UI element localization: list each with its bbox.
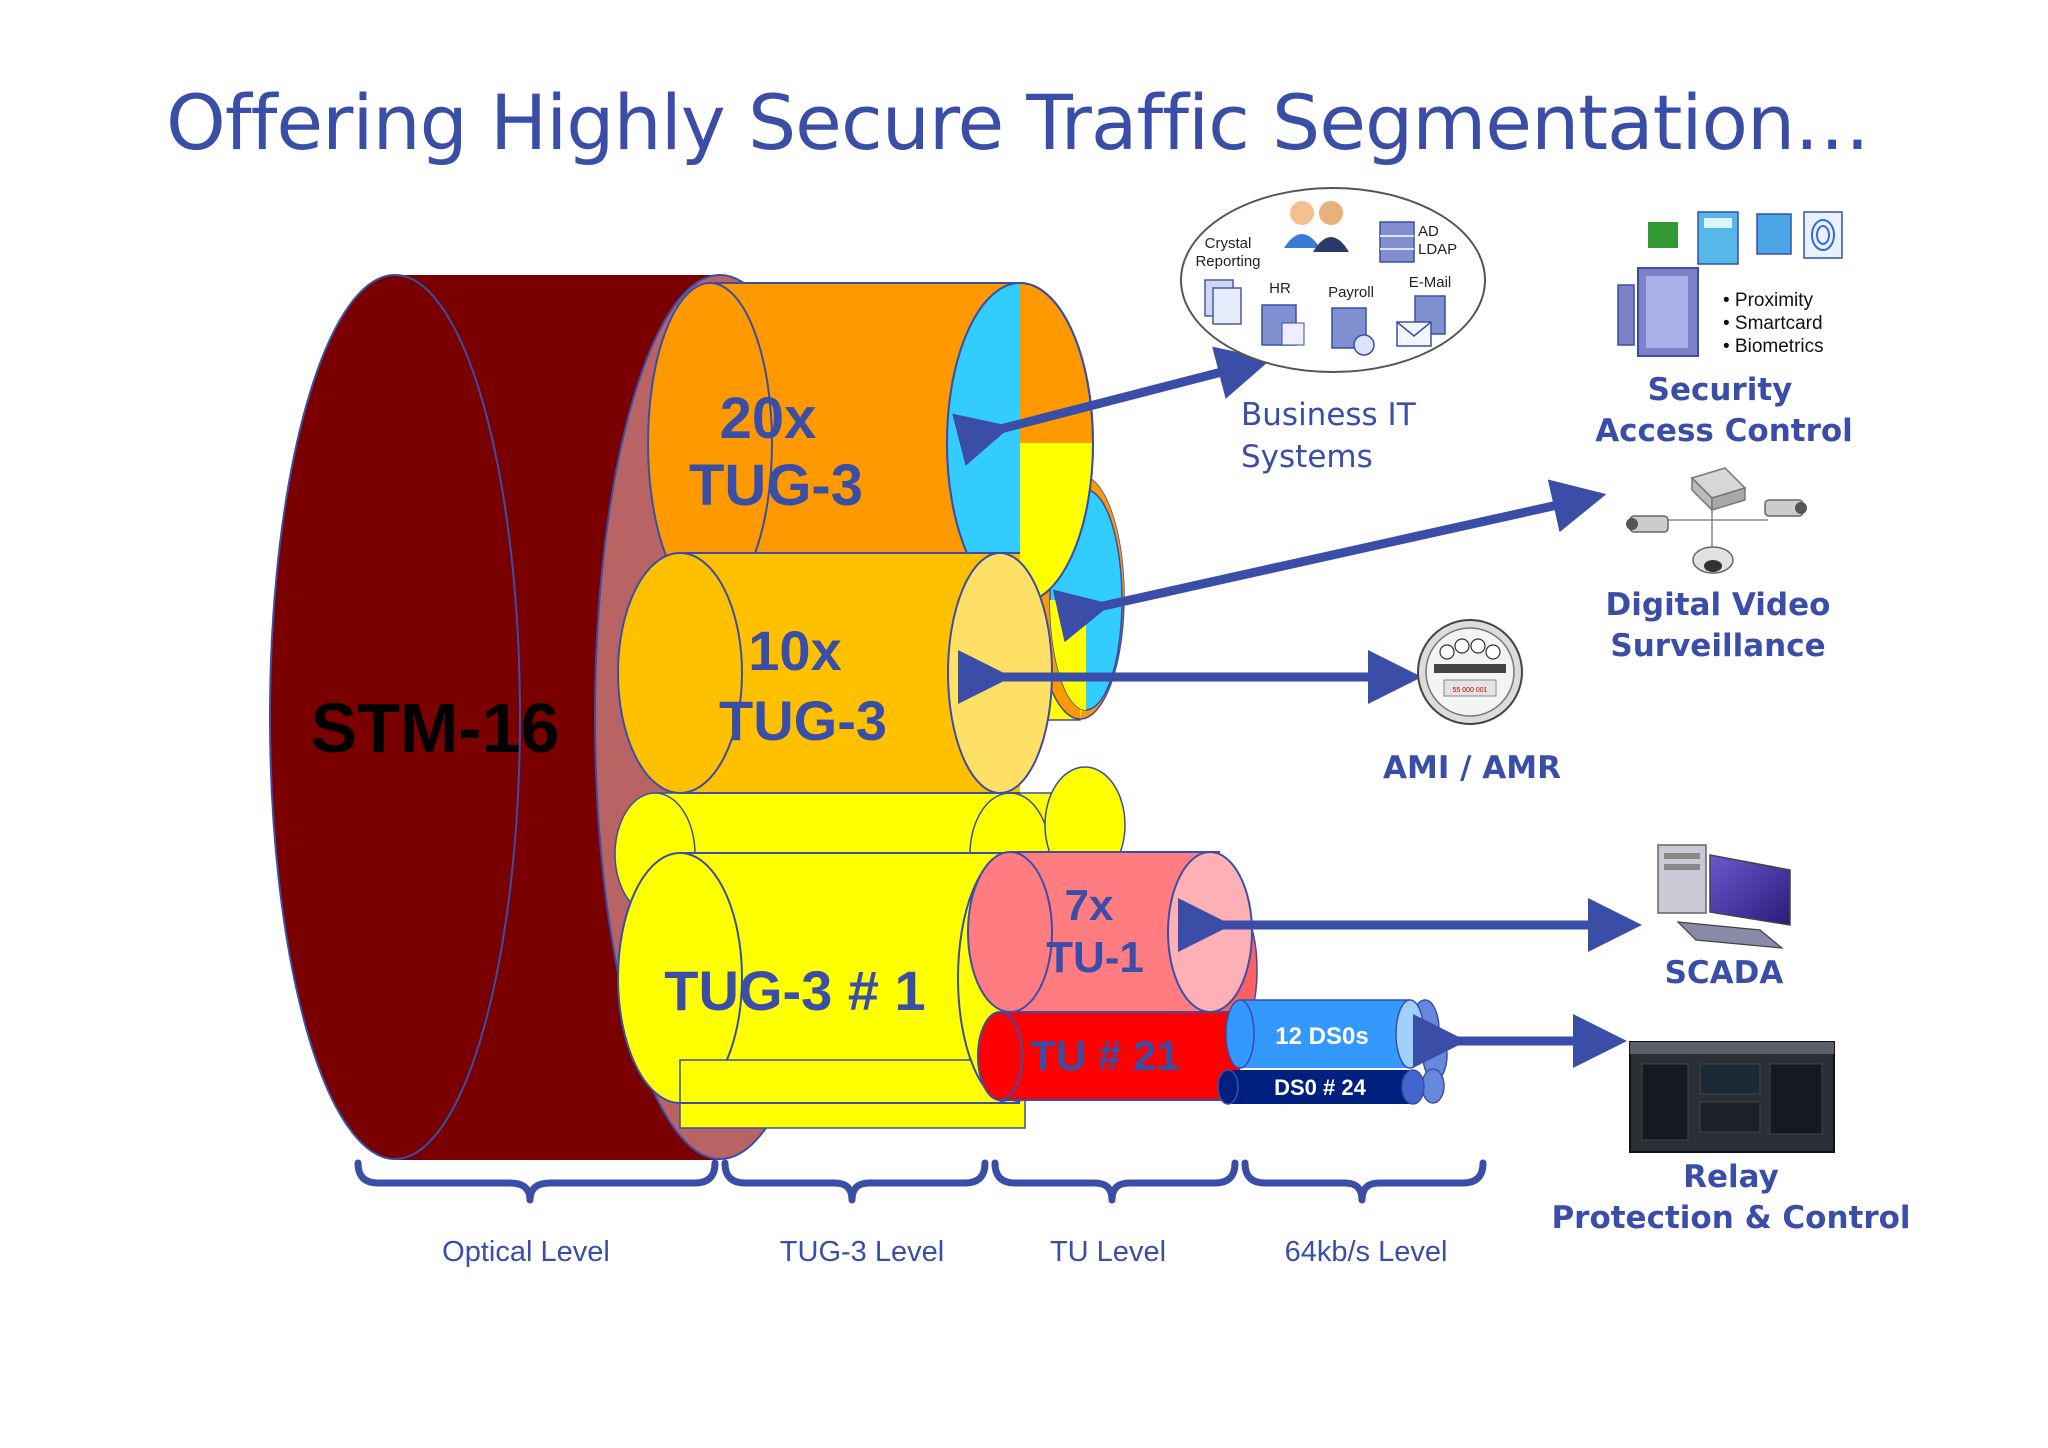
brace-optical	[354, 1159, 719, 1204]
business-it-label-2: Systems	[1241, 439, 1373, 475]
arrow-video	[1052, 479, 1607, 643]
ds0-12-label: 12 DS0s	[1275, 1023, 1368, 1050]
level-braces	[354, 1159, 1487, 1204]
level-label-optical: Optical Level	[442, 1236, 610, 1268]
crystal-label-2: Reporting	[1195, 253, 1260, 270]
circuit-board-icon	[1648, 222, 1678, 248]
ds0-12-cylinder: 12 DS0s	[1225, 999, 1448, 1081]
tug3-20x-label-1: 20x	[720, 386, 817, 451]
relay-device-icon	[1629, 1041, 1835, 1153]
payroll-label: Payroll	[1328, 284, 1374, 301]
tug3-10x-label-1: 10x	[748, 619, 841, 682]
ad-ldap-server-icon	[1379, 221, 1415, 263]
security-bullet-3: • Biometrics	[1723, 336, 1824, 357]
meter-icon: 55 000 001	[1417, 619, 1523, 725]
ami-label: AMI / AMR	[1383, 750, 1561, 786]
camera-left-icon	[1626, 515, 1669, 533]
arrow-business-it	[952, 346, 1272, 466]
security-bullet-1: • Proximity	[1723, 290, 1814, 311]
business-it-label-1: Business IT	[1241, 397, 1417, 433]
relay-label-2: Protection & Control	[1551, 1200, 1910, 1236]
hr-label: HR	[1269, 280, 1291, 297]
ami-group: 55 000 001 AMI / AMR	[1383, 619, 1561, 786]
security-bullet-2: • Smartcard	[1723, 313, 1823, 334]
fingerprint-icon	[1803, 211, 1843, 259]
brace-tug3	[721, 1159, 989, 1204]
tu1-label-1: 7x	[1065, 881, 1114, 930]
video-cabling	[1660, 510, 1768, 548]
relay-group: Relay Protection & Control	[1551, 1041, 1911, 1236]
document-icon	[1204, 279, 1242, 325]
scada-group: SCADA	[1657, 844, 1791, 991]
tu1-7x-cylinder: 7x TU-1	[967, 851, 1258, 1039]
crystal-label-1: Crystal	[1205, 235, 1252, 252]
ds0-24-cylinder: DS0 # 24	[1217, 1068, 1445, 1105]
tu21-cylinder: TU # 21	[977, 1011, 1240, 1101]
door-icon	[1617, 267, 1699, 357]
tug3-10x-label-2: TUG-3	[719, 689, 887, 752]
brace-tu	[991, 1159, 1239, 1204]
stm16-label: STM-16	[311, 689, 560, 767]
scada-label: SCADA	[1665, 955, 1784, 991]
page-title: Offering Highly Secure Traffic Segmentat…	[166, 78, 1870, 167]
tu21-label: TU # 21	[1030, 1032, 1179, 1079]
ds0-24-label: DS0 # 24	[1274, 1075, 1366, 1100]
hr-server-icon	[1261, 304, 1305, 346]
email-server-icon	[1396, 295, 1446, 347]
ldap-label: LDAP	[1418, 241, 1457, 258]
security-group: • Proximity • Smartcard • Biometrics Sec…	[1595, 211, 1853, 449]
users-icon	[1284, 201, 1349, 252]
level-label-tug3: TUG-3 Level	[780, 1236, 944, 1268]
smartcard-icon	[1756, 213, 1792, 255]
tug3-20x-cylinder: 20x TUG-3	[647, 282, 1094, 604]
security-label-1: Security	[1648, 372, 1793, 408]
arrows	[952, 346, 1642, 1068]
tu1-label-2: TU-1	[1046, 933, 1144, 982]
payroll-server-icon	[1331, 307, 1375, 356]
dome-camera-icon	[1692, 546, 1734, 574]
video-group: Digital Video Surveillance	[1606, 467, 1831, 664]
tug3-10x-cylinder: 10x TUG-3	[617, 552, 1053, 794]
computer-icon	[1657, 844, 1791, 949]
tug3-1-label: TUG-3 # 1	[664, 959, 925, 1022]
dvr-icon	[1690, 467, 1747, 512]
email-label: E-Mail	[1409, 274, 1452, 291]
brace-64kbs	[1241, 1159, 1487, 1204]
video-label-2: Surveillance	[1610, 628, 1825, 664]
relay-label-1: Relay	[1683, 1159, 1779, 1195]
level-label-tu: TU Level	[1050, 1236, 1166, 1268]
camera-right-icon	[1764, 499, 1807, 517]
level-label-64kbs: 64kb/s Level	[1285, 1236, 1448, 1268]
tug3-20x-label-2: TUG-3	[689, 453, 863, 518]
business-it-group: Crystal Reporting AD LDAP HR	[1180, 187, 1486, 475]
video-label-1: Digital Video	[1606, 587, 1831, 623]
meter-reading: 55 000 001	[1452, 687, 1487, 694]
ad-label: AD	[1418, 223, 1439, 240]
keypad-icon	[1697, 211, 1739, 265]
security-label-2: Access Control	[1595, 413, 1853, 449]
